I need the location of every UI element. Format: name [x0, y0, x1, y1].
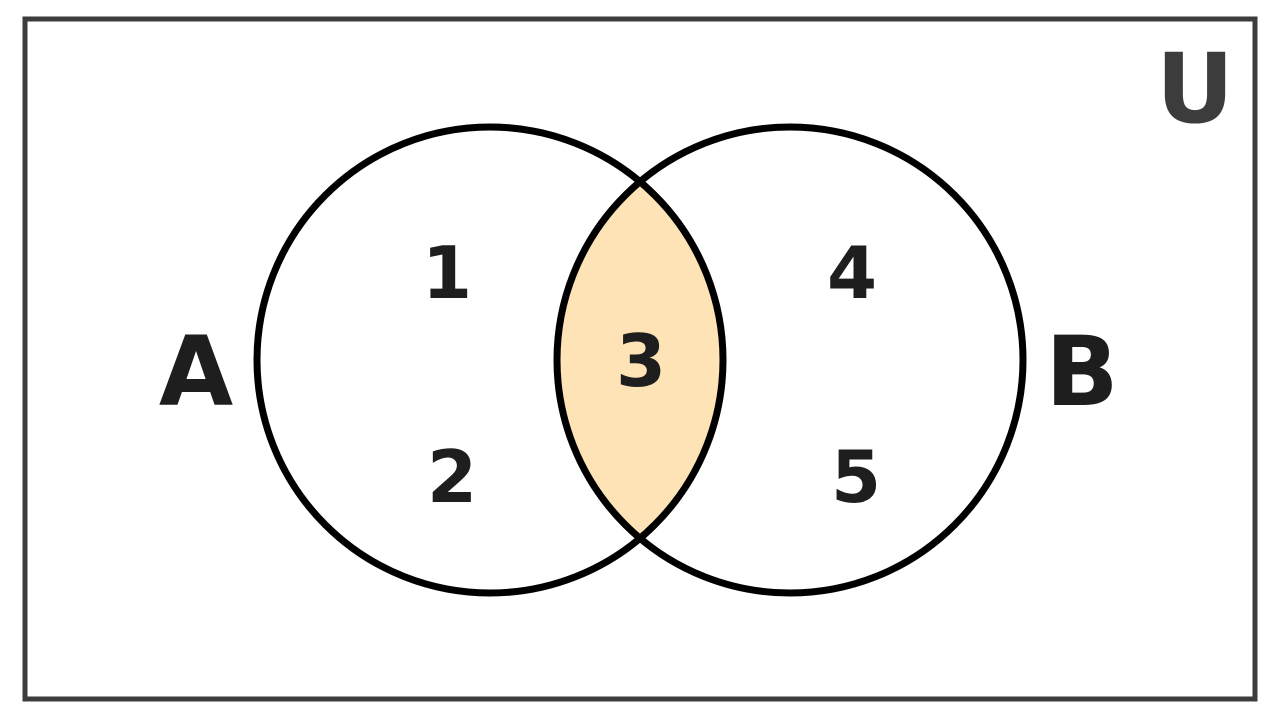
element-a-only-2: 2 [427, 435, 477, 519]
element-a-only-1: 1 [422, 231, 472, 315]
element-intersection: 3 [616, 319, 666, 403]
element-b-only-2: 5 [831, 435, 881, 519]
element-b-only-1: 4 [827, 231, 877, 315]
intersection-region [557, 127, 723, 593]
universe-border [22, 16, 1258, 702]
set-b-circle [553, 123, 1027, 597]
set-a-label: A [159, 316, 233, 428]
set-b-label: B [1045, 316, 1118, 428]
set-a-circle [253, 123, 727, 597]
universe-label: U [1156, 33, 1234, 145]
